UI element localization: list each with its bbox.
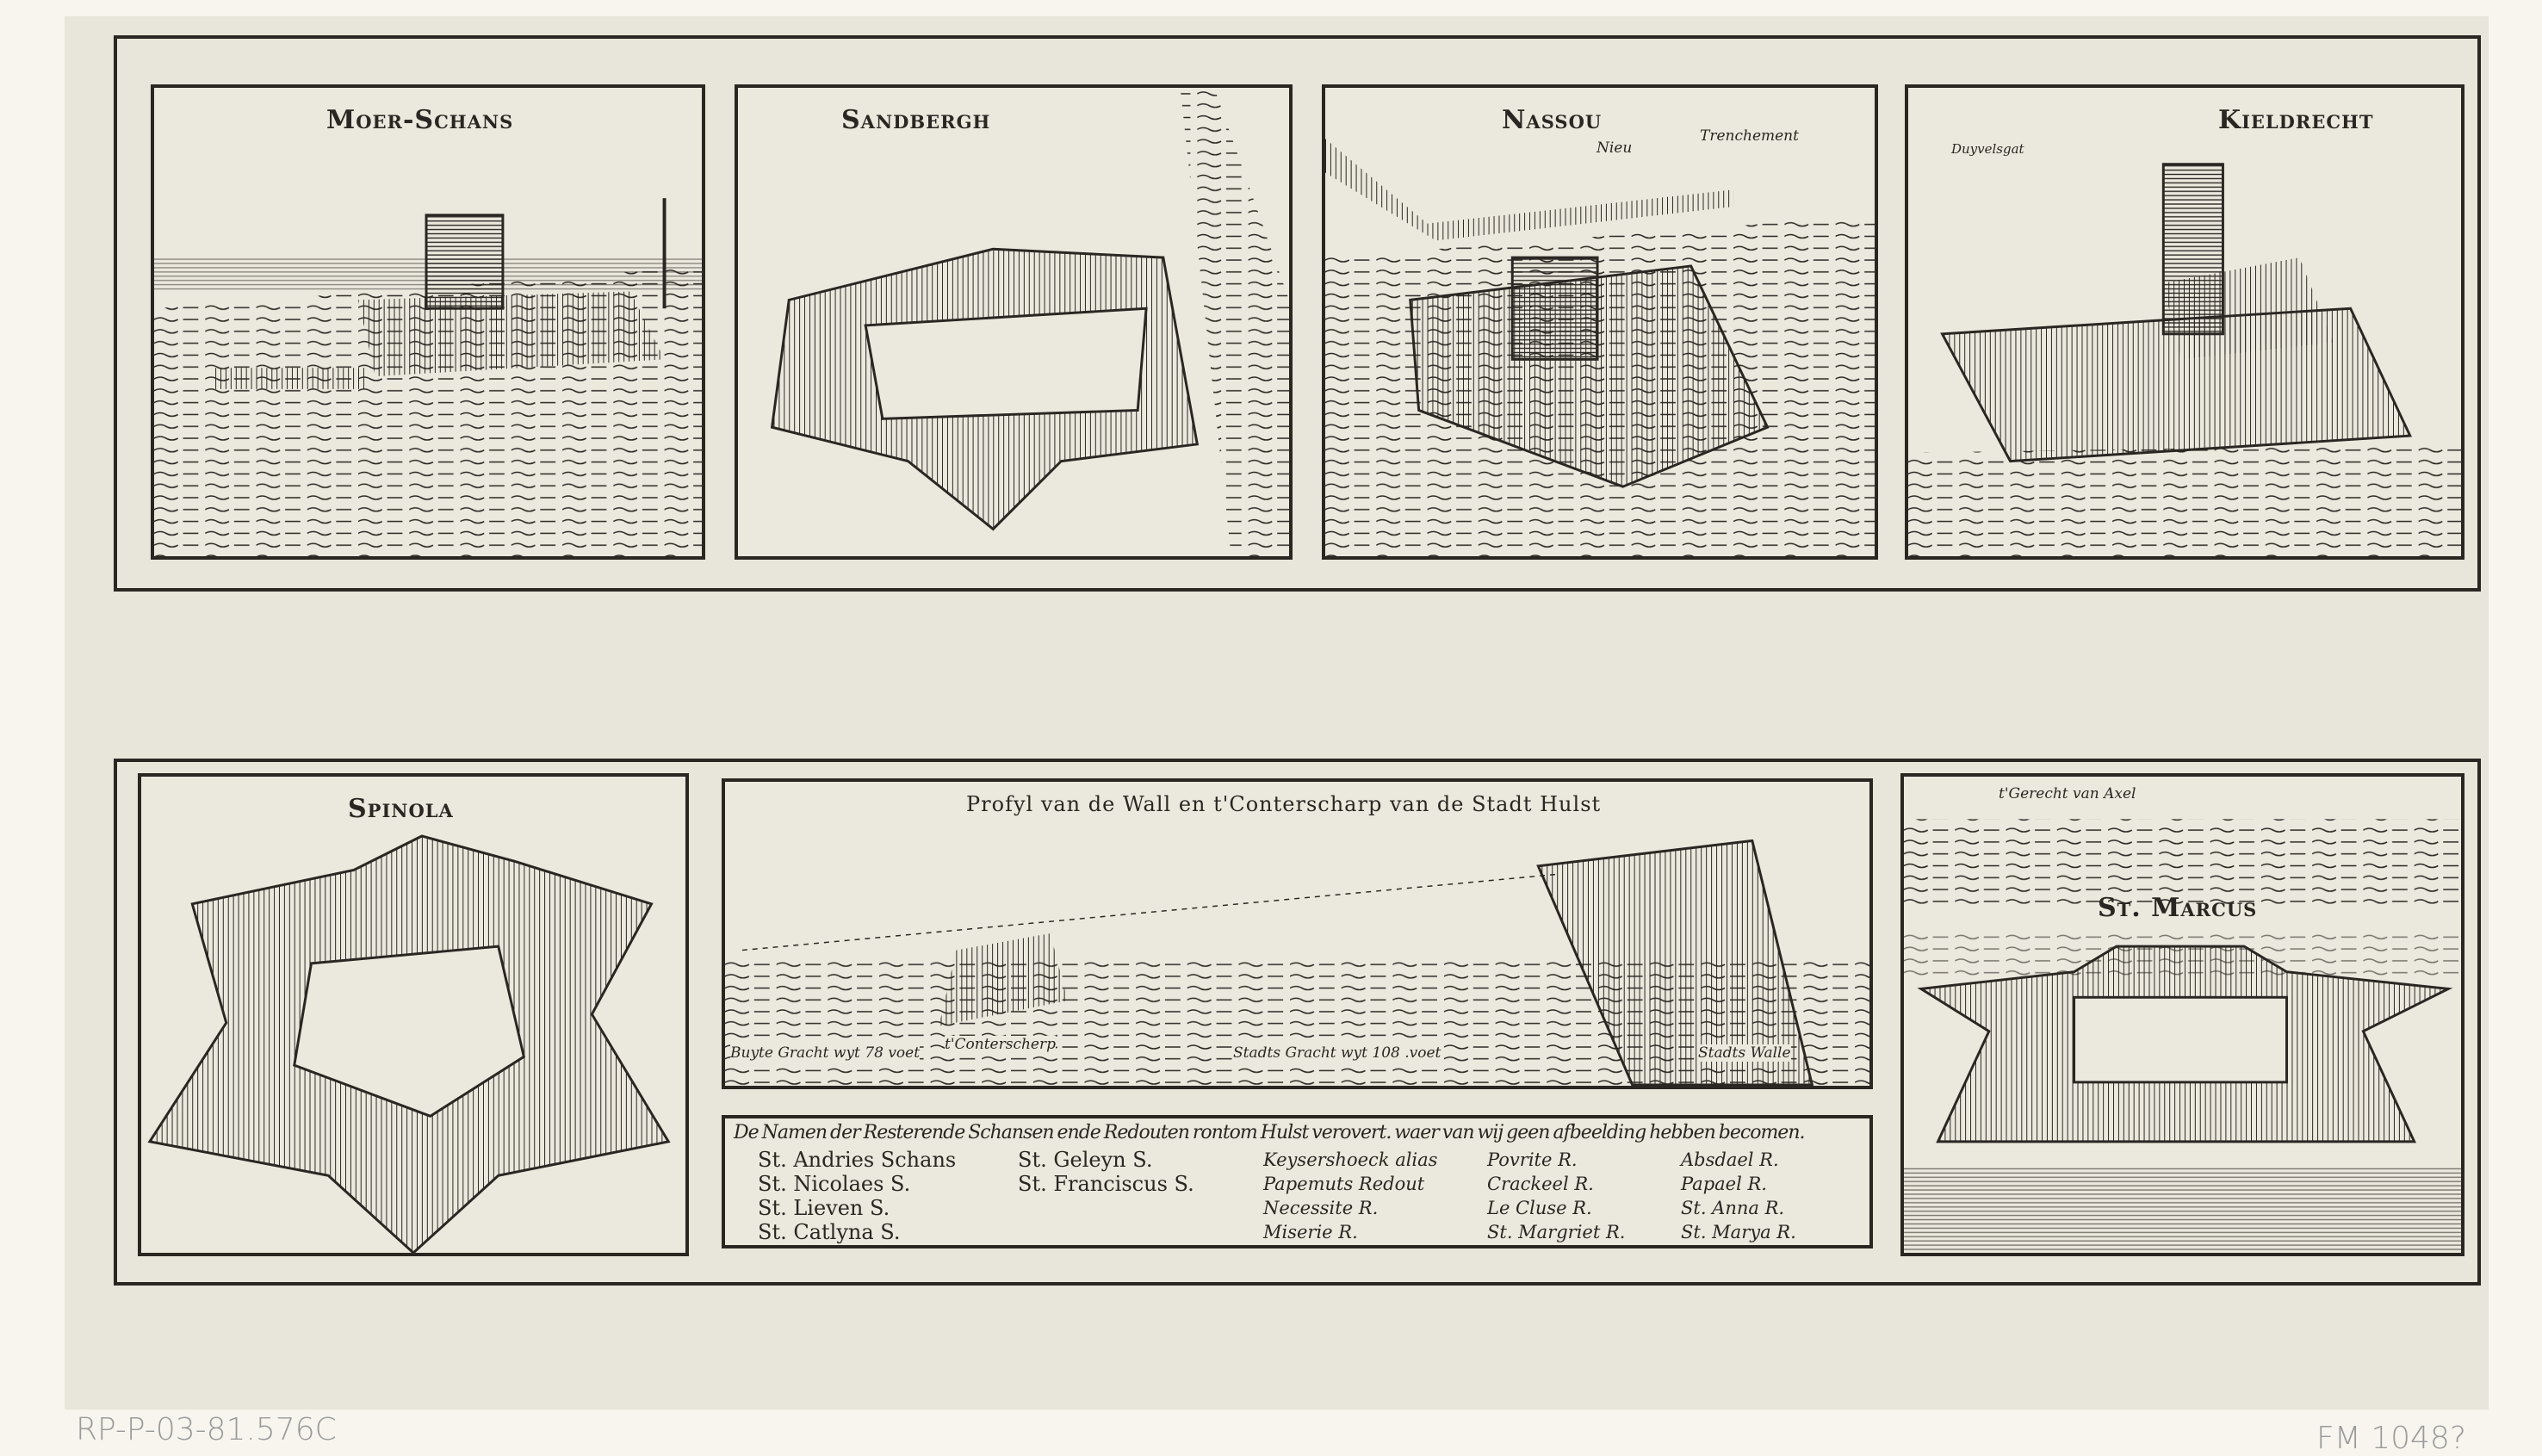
kieldrecht-engraving	[1908, 163, 2461, 556]
pencil-note: FM 1048?	[2316, 1421, 2466, 1456]
legend-col-1: St. Andries Schans St. Nicolaes S. St. L…	[758, 1148, 956, 1244]
legend-item: St. Geleyn S.	[1018, 1148, 1153, 1172]
legend-item: Necessite R.	[1263, 1198, 1379, 1218]
label-stadts-walle: Stadts Walle	[1698, 1044, 1791, 1062]
legend-item: St. Andries Schans	[758, 1148, 957, 1172]
legend-item: Absdael R.	[1681, 1149, 1779, 1170]
label-stadts-gracht: Stadts Gracht wyt 108 .voet	[1233, 1044, 1442, 1062]
panel-sandbergh: Sandbergh	[735, 84, 1293, 560]
spinola-engraving	[147, 834, 671, 1253]
panel-st-marcus: St. Marcus t'Gerecht van Axel	[1900, 773, 2464, 1256]
label-buyte-gracht: Buyte Gracht wyt 78 voet	[730, 1044, 921, 1062]
legend-item: St. Lieven S.	[758, 1196, 890, 1220]
panel-title: Moer-Schans	[326, 105, 514, 135]
moer-schans-engraving	[154, 198, 702, 556]
legend-col-5: Absdael R. Papael R. St. Anna R. St. Mar…	[1681, 1148, 1796, 1244]
panel-title: Profyl van de Wall en t'Conterscharp van…	[966, 792, 1602, 816]
sandbergh-engraving	[770, 88, 1289, 556]
panel-nassou: Nassou Nieu Trenchement	[1322, 84, 1878, 560]
legend-item: Papemuts Redout	[1263, 1174, 1425, 1194]
bottom-frame	[114, 759, 2481, 1286]
panel-profyl: Profyl van de Wall en t'Conterscharp van…	[722, 778, 1873, 1089]
label-conterscherp: t'Conterscherp	[945, 1036, 1056, 1053]
legend-box: De Namen der Resterende Schansen ende Re…	[722, 1115, 1873, 1248]
legend-heading: De Namen der Resterende Schansen ende Re…	[734, 1122, 1805, 1143]
panel-title: St. Marcus	[2098, 893, 2258, 923]
label-nieu: Nieu	[1596, 139, 1633, 157]
panel-moer-schans: Moer-Schans	[151, 84, 705, 560]
legend-item: St. Anna R.	[1681, 1198, 1785, 1218]
legend-item: Keysershoeck alias	[1263, 1149, 1438, 1170]
panel-title: Nassou	[1502, 105, 1603, 135]
legend-item: St. Catlyna S.	[758, 1220, 901, 1244]
panel-title: Sandbergh	[841, 105, 991, 135]
legend-item: St. Franciscus S.	[1018, 1172, 1194, 1196]
st-marcus-engraving	[1904, 819, 2461, 1253]
legend-item: Crackeel R.	[1487, 1174, 1594, 1194]
legend-item: Le Cluse R.	[1487, 1198, 1592, 1218]
profyl-engraving	[725, 839, 1869, 1086]
panel-title: Kieldrecht	[2218, 105, 2374, 135]
panel-kieldrecht: Kieldrecht Duyvelsgat	[1905, 84, 2464, 560]
legend-item: Papael R.	[1681, 1174, 1767, 1194]
legend-col-2: St. Geleyn S. St. Franciscus S.	[1018, 1148, 1194, 1196]
legend-item: Povrite R.	[1487, 1149, 1578, 1170]
panel-title: Spinola	[348, 794, 454, 824]
legend-item: Miserie R.	[1263, 1222, 1358, 1242]
top-frame	[114, 35, 2481, 592]
legend-item: St. Marya R.	[1681, 1222, 1796, 1242]
legend-col-3: Keysershoeck alias Papemuts Redout Neces…	[1263, 1148, 1437, 1244]
panel-spinola: Spinola	[138, 773, 689, 1256]
label-trenchement: Trenchement	[1700, 127, 1799, 145]
legend-col-4: Povrite R. Crackeel R. Le Cluse R. St. M…	[1487, 1148, 1625, 1244]
label-gerecht-van-axel: t'Gerecht van Axel	[1999, 785, 2136, 802]
label-duyvelsgat: Duyvelsgat	[1951, 141, 2024, 157]
legend-item: St. Nicolaes S.	[758, 1172, 911, 1196]
inventory-number: RP-P-03-81.576C	[76, 1412, 337, 1447]
nassou-engraving	[1325, 139, 1875, 556]
legend-item: St. Margriet R.	[1487, 1222, 1626, 1242]
